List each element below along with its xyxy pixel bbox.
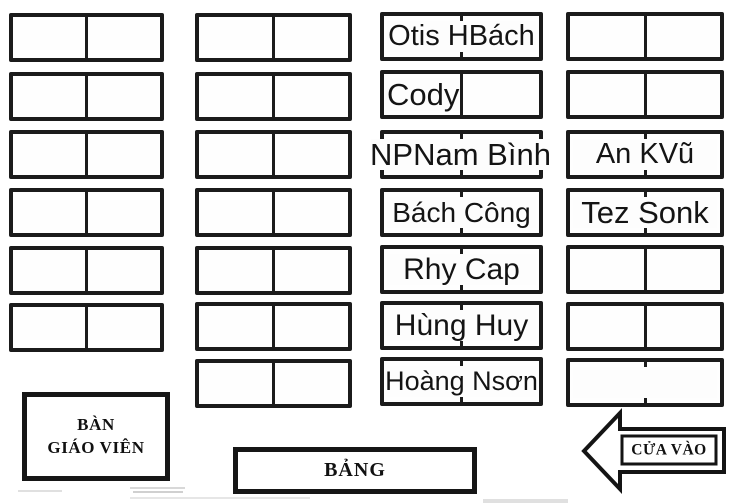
desk-divider <box>272 76 275 117</box>
desk-divider <box>272 17 275 58</box>
entrance-label-box <box>620 434 718 466</box>
blank-name-card <box>573 367 717 398</box>
desk-column-2-row-5 <box>195 246 352 295</box>
seat-name-card: Bách Công <box>387 197 536 228</box>
desk-column-4-row-1 <box>566 12 724 61</box>
scan-smudge <box>130 497 310 499</box>
desk-column-2-row-7 <box>195 359 352 408</box>
desk-column-1-row-5 <box>9 246 164 295</box>
desk-column-3-row-2: Cody <box>380 70 543 119</box>
entrance-arrow-icon: CỬA VÀO <box>581 407 726 495</box>
seat-name-card: An KVũ <box>573 139 717 170</box>
desk-column-3-row-7: Hoàng Nsơn <box>380 357 543 406</box>
desk-divider <box>272 250 275 291</box>
desk-column-2-row-3 <box>195 130 352 179</box>
desk-column-1-row-4 <box>9 188 164 237</box>
desk-column-2-row-6 <box>195 302 352 351</box>
desk-column-1-row-2 <box>9 72 164 121</box>
desk-divider <box>272 306 275 347</box>
desk-column-4-row-2 <box>566 70 724 119</box>
desk-divider <box>85 307 88 348</box>
desk-column-4-row-5 <box>566 245 724 294</box>
seat-name-card: Otis HBách <box>387 20 536 52</box>
desk-divider <box>85 76 88 117</box>
desk-divider <box>85 192 88 233</box>
seat-name-card: Tez Sonk <box>573 197 717 228</box>
scan-smudge <box>483 499 568 503</box>
desk-divider <box>85 250 88 291</box>
seat-name-card: Cody <box>385 77 460 112</box>
seat-name-card: NPNam Bình <box>370 137 551 172</box>
desk-divider <box>85 17 88 58</box>
desk-divider <box>643 74 647 115</box>
desk-column-1-row-6 <box>9 303 164 352</box>
desk-column-3-row-5: Rhy Cap <box>380 245 543 294</box>
seat-name-card: Hùng Huy <box>387 310 536 341</box>
desk-column-4-row-3: An KVũ <box>566 130 724 179</box>
desk-divider <box>272 192 275 233</box>
teacher-desk-label-line1: BÀN <box>77 415 115 435</box>
board: BẢNG <box>233 447 477 494</box>
desk-divider <box>460 74 463 115</box>
desk-column-3-row-6: Hùng Huy <box>380 301 543 350</box>
desk-column-4-row-4: Tez Sonk <box>566 188 724 237</box>
desk-column-2-row-1 <box>195 13 352 62</box>
scan-smudge <box>130 487 185 489</box>
desk-column-1-row-1 <box>9 13 164 62</box>
desk-column-2-row-2 <box>195 72 352 121</box>
desk-divider <box>272 134 275 175</box>
desk-column-3-row-1: Otis HBách <box>380 12 543 61</box>
teacher-desk: BÀN GIÁO VIÊN <box>22 392 170 481</box>
desk-divider <box>85 134 88 175</box>
scan-smudge <box>18 490 62 492</box>
desk-column-3-row-4: Bách Công <box>380 188 543 237</box>
desk-column-3-row-3: NPNam Bình <box>370 130 551 179</box>
desk-divider <box>643 249 647 290</box>
desk-column-2-row-4 <box>195 188 352 237</box>
teacher-desk-label-line2: GIÁO VIÊN <box>47 437 145 457</box>
scan-smudge <box>133 491 183 493</box>
entrance-label: CỬA VÀO <box>631 442 706 459</box>
seat-name-card: Rhy Cap <box>387 254 536 285</box>
desk-column-4-row-7 <box>566 358 724 407</box>
desk-column-4-row-6 <box>566 302 724 351</box>
desk-divider <box>643 16 647 57</box>
board-label: BẢNG <box>324 459 386 481</box>
desk-column-1-row-3 <box>9 130 164 179</box>
desk-divider <box>272 363 275 404</box>
seat-name-card: Hoàng Nsơn <box>385 366 538 397</box>
desk-divider <box>643 306 647 347</box>
